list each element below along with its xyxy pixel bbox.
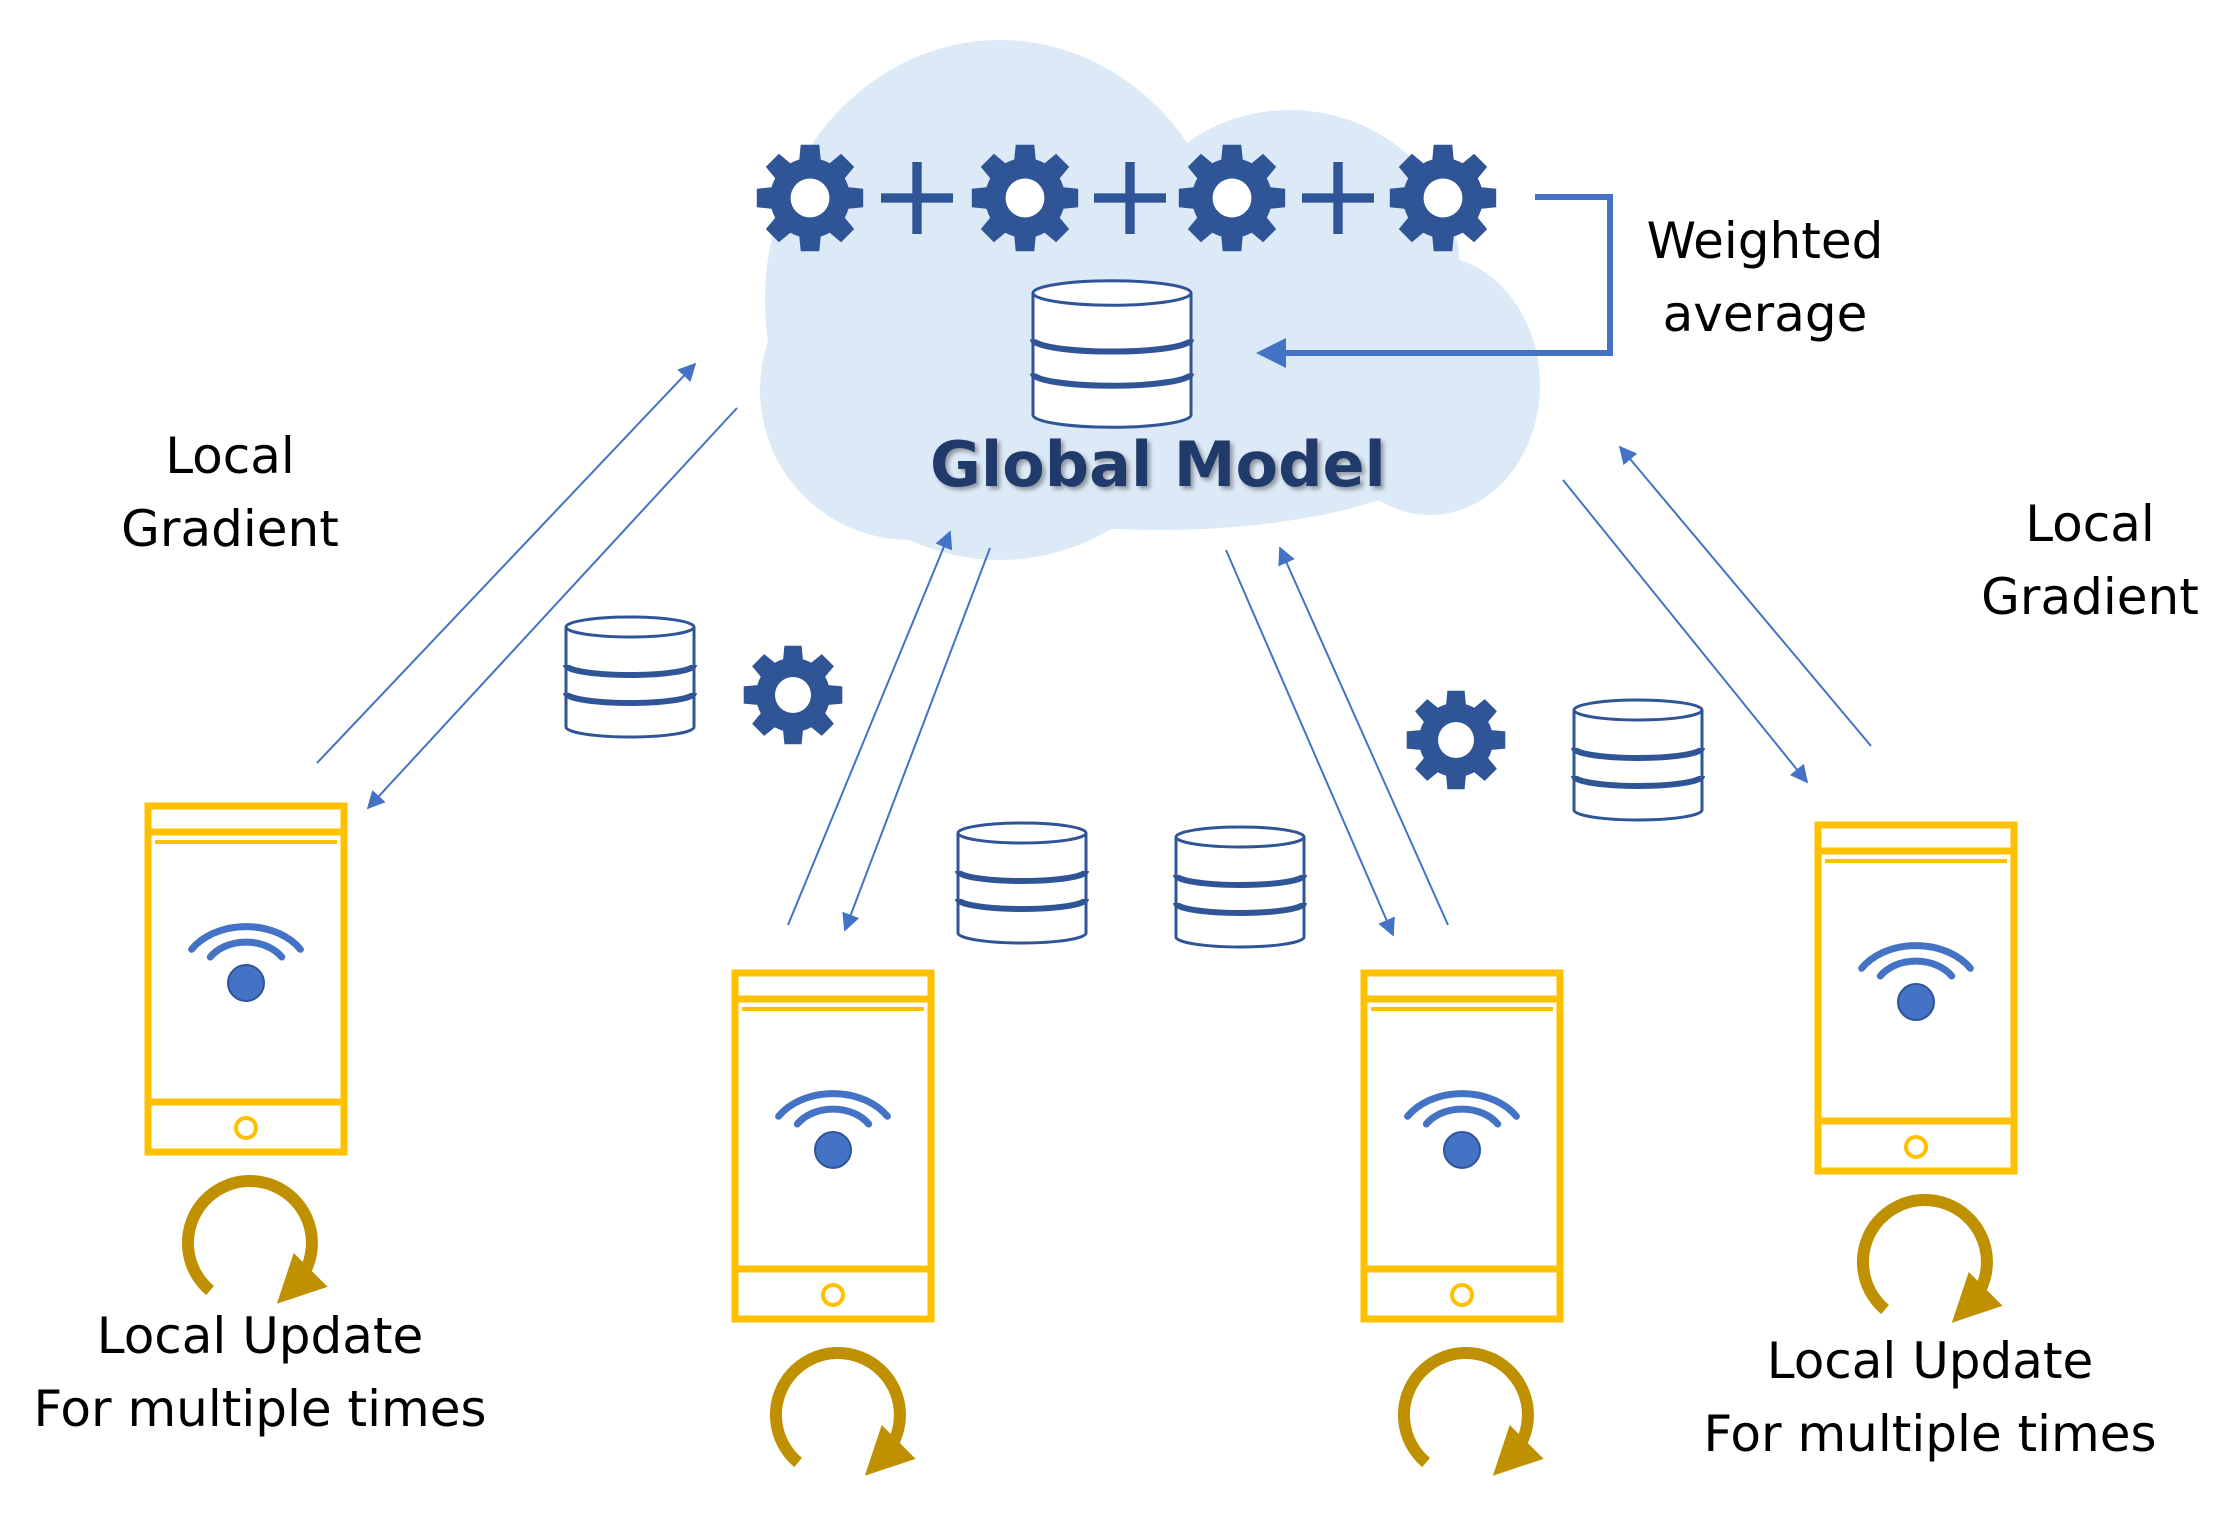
weighted-average-line1: Weighted (1646, 212, 1884, 270)
gear-sum-row (756, 144, 1497, 252)
database-icon (1571, 698, 1705, 822)
local-update-left-line1: Local Update (96, 1307, 424, 1365)
local-update-loops (181, 1175, 2003, 1476)
wifi-icon (188, 923, 304, 1002)
loop-arrow-icon (181, 1175, 328, 1304)
flow-arrow (1278, 546, 1449, 926)
gear-icon (1389, 144, 1497, 252)
plus-icon (1302, 162, 1374, 234)
phone-icon (731, 969, 935, 1323)
gear-icon (1406, 690, 1506, 790)
global-database-icon (1030, 279, 1194, 429)
database-icon (955, 821, 1089, 945)
weighted-average-line2: average (1662, 284, 1868, 343)
local-update-left-line2: For multiple times (33, 1379, 487, 1438)
global-database-icon (1030, 279, 1194, 429)
client-devices (144, 802, 2018, 1323)
flow-arrow (1618, 445, 1872, 747)
plus-icon (881, 162, 953, 234)
local-gradient-right-line2: Gradient (1981, 567, 2199, 626)
flow-arrow (842, 547, 991, 932)
local-update-label-right: Local Update For multiple times (1690, 1325, 2170, 1470)
gear-icon (756, 144, 864, 252)
flow-arrow (787, 530, 953, 926)
loop-arrow-icon (1856, 1194, 2003, 1323)
weighted-average-arrow (1256, 194, 1613, 368)
local-update-right-line2: For multiple times (1703, 1404, 2157, 1463)
database-icon (1173, 825, 1307, 949)
local-gradient-left-line1: Local (165, 427, 295, 485)
local-gradient-label-left: Local Gradient (100, 420, 360, 565)
flow-arrow (1225, 549, 1395, 937)
wifi-icon (1404, 1090, 1520, 1169)
local-gradient-label-right: Local Gradient (1960, 488, 2220, 633)
phone-icon (144, 802, 348, 1156)
local-gradient-right-line1: Local (2025, 495, 2155, 553)
weighted-average-label: Weighted average (1620, 205, 1910, 350)
global-model-title: Global Model (930, 428, 1386, 501)
gear-icon (1178, 144, 1286, 252)
wifi-icon (1858, 942, 1974, 1021)
gear-icon (743, 645, 843, 745)
loop-arrow-icon (1397, 1347, 1544, 1476)
communication-arrows (316, 362, 1872, 937)
transfer-icons (563, 615, 1705, 949)
loop-arrow-icon (769, 1347, 916, 1476)
local-gradient-left-line2: Gradient (121, 499, 339, 558)
local-update-label-left: Local Update For multiple times (20, 1300, 500, 1445)
phone-icon (1814, 821, 2018, 1175)
plus-icon (1094, 162, 1166, 234)
local-update-right-line1: Local Update (1766, 1332, 2094, 1390)
phone-icon (1360, 969, 1564, 1323)
database-icon (563, 615, 697, 739)
flow-arrow (366, 407, 738, 810)
gear-icon (971, 144, 1079, 252)
flow-arrow (316, 362, 697, 764)
wifi-icon (775, 1090, 891, 1169)
flow-arrow (1562, 479, 1809, 784)
